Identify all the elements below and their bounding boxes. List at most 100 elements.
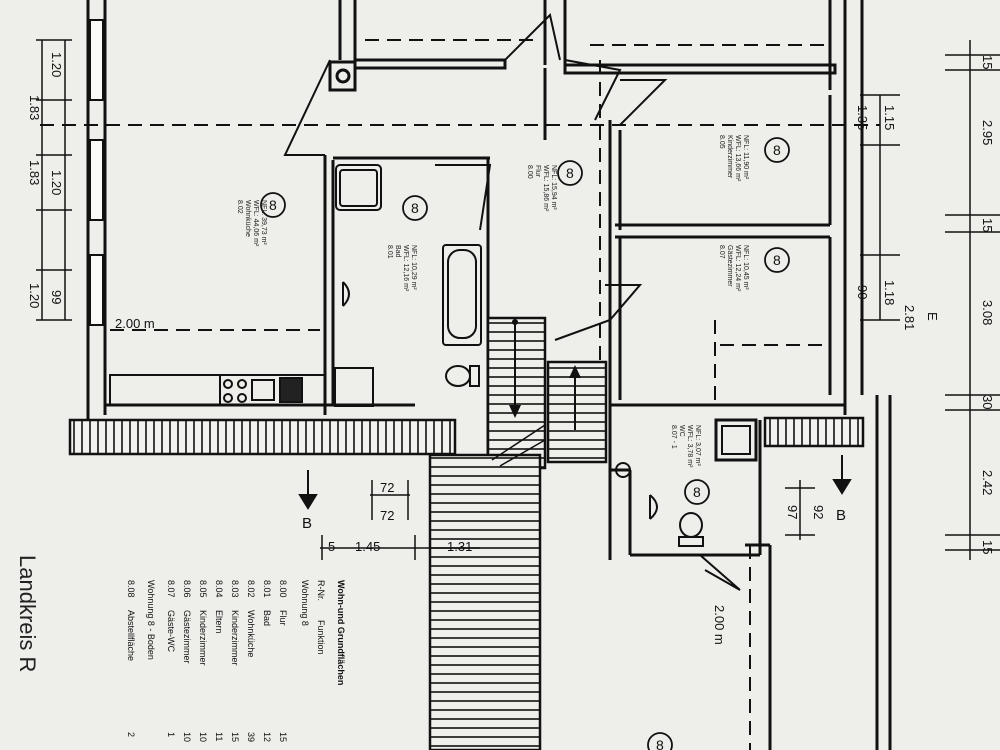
svg-text:NFL: 15,94 m²: NFL: 15,94 m²	[550, 165, 557, 210]
stair-dimension-lines	[320, 480, 480, 560]
room-marker-gaestezimmer: 8	[764, 247, 790, 273]
legend-title: Wohn-und Grundflächen	[336, 580, 346, 685]
svg-text:WFL: 12,24 m²: WFL: 12,24 m²	[734, 245, 741, 292]
dim-left-3: 1.83	[27, 160, 42, 185]
svg-text:8.05: 8.05	[718, 135, 725, 149]
area-legend: Wohn-und Grundflächen R-Nr. Funktion Woh…	[126, 580, 346, 742]
left-windows	[89, 19, 104, 326]
room-marker-flur: 8	[557, 160, 583, 186]
dim-right-5: 30	[980, 395, 995, 409]
legend-row-nr: 8.06	[182, 580, 192, 598]
section-label-right: B	[836, 507, 846, 524]
room-marker-text: 8	[773, 142, 781, 158]
dim-window-1: 1.35	[855, 105, 870, 130]
legend-row-nr: 8.00	[278, 580, 288, 598]
room-marker-text: 8	[269, 197, 277, 213]
room-label-gaestezimmer: 8.07 Gästezimmer WFL: 12,24 m² NFL: 10,4…	[718, 245, 749, 292]
svg-text:8.07 - 1: 8.07 - 1	[670, 425, 677, 449]
legend-row-nr: 8.05	[198, 580, 208, 598]
svg-text:Kinderzimmer: Kinderzimmer	[726, 135, 733, 179]
legend-row-area: 10	[198, 732, 208, 742]
hatched-wall-left	[68, 418, 457, 456]
dim-stair-5: 5	[328, 539, 335, 554]
legend-row-name: Wohnküche	[246, 610, 256, 657]
dim-small-1: 92	[811, 505, 826, 519]
room-marker-bad: 8	[402, 195, 428, 221]
svg-text:NFL: 10,29 m²: NFL: 10,29 m²	[410, 245, 417, 290]
district-title: Landkreis R	[15, 555, 40, 672]
legend-row-area: 2	[126, 732, 136, 737]
svg-text:Wohnküche: Wohnküche	[244, 200, 251, 237]
hatched-wall-right	[763, 416, 865, 448]
dashed-lines	[40, 39, 880, 750]
legend-row-area: 15	[230, 732, 240, 742]
room-label-wc: 8.07 - 1 WC WFL: 3,78 m² NFL: 3,07 m²	[670, 425, 701, 468]
legend-row-area: 10	[182, 732, 192, 742]
legend-header-nr: R-Nr.	[316, 580, 326, 601]
legend-row-name: Gästezimmer	[182, 610, 192, 664]
svg-text:NFL: 10,45 m²: NFL: 10,45 m²	[742, 245, 749, 290]
section-markers	[298, 455, 852, 510]
bathroom-fixtures	[334, 164, 482, 407]
wc-fixtures	[615, 418, 758, 547]
legend-row-area: 15	[278, 732, 288, 742]
legend-row-name: Wohnung 8 - Boden	[146, 580, 156, 660]
svg-text:WFL: 44,06 m²: WFL: 44,06 m²	[252, 200, 259, 247]
dim-left-1: 1.83	[27, 95, 42, 120]
room-label-wohnkueche: 8.02 Wohnküche WFL: 44,06 m² NFL: 39,73 …	[236, 200, 267, 247]
dim-left-2: 1.20	[49, 52, 64, 77]
dim-window-3: 90	[855, 285, 870, 299]
room-marker-bottom: 8	[647, 732, 673, 750]
dim-right-4: 3.08	[980, 300, 995, 325]
legend-row-name: Bad	[262, 610, 272, 626]
roof-lines	[283, 13, 741, 591]
legend-row-name: Eltern	[214, 610, 224, 634]
room-marker-text: 8	[411, 200, 419, 216]
svg-text:NFL: 3,07 m²: NFL: 3,07 m²	[694, 425, 701, 467]
svg-text:WC: WC	[678, 425, 685, 437]
svg-text:WFL: 15,86 m²: WFL: 15,86 m²	[542, 165, 549, 212]
dim-window-2: 1.15	[882, 105, 897, 130]
dim-left-5: 1.20	[27, 283, 42, 308]
svg-text:WFL: 12,16 m²: WFL: 12,16 m²	[402, 245, 409, 292]
legend-row-name: Flur	[278, 610, 288, 626]
dim-right-7: 15	[980, 540, 995, 554]
dim-small-2: 97	[785, 505, 800, 519]
legend-subtitle: Wohnung 8	[300, 580, 310, 626]
legend-header-func: Funktion	[316, 620, 326, 655]
clearance-label-2: 2.00 m	[712, 605, 727, 645]
legend-row-name: Kinderzimmer	[230, 610, 240, 666]
room-marker-kinderzimmer: 8	[764, 137, 790, 163]
dim-stair-4: 1.31	[447, 539, 472, 554]
legend-row-area: 1	[166, 732, 176, 737]
clearance-label-1: 2.00 m	[115, 316, 155, 331]
legend-row-nr: 8.08	[126, 580, 136, 598]
dim-stair-1: 72	[380, 480, 394, 495]
legend-row-name: Abstellfläche	[126, 610, 136, 661]
left-dimension-chain	[36, 39, 72, 321]
staircase	[428, 316, 608, 750]
room-marker-text: 8	[773, 252, 781, 268]
room-label-flur: 8.00 Flur WFL: 15,86 m² NFL: 15,94 m²	[526, 165, 557, 212]
room-marker-text: 8	[656, 737, 664, 750]
room-marker-text: 8	[693, 484, 701, 500]
room-marker-wohnkueche: 8	[260, 192, 286, 218]
svg-text:WFL: 13,66 m²: WFL: 13,66 m²	[734, 135, 741, 182]
section-label-left: B	[302, 515, 312, 532]
svg-text:8.00: 8.00	[526, 165, 533, 179]
dim-right-6: 2.42	[980, 470, 995, 495]
svg-text:8.07: 8.07	[718, 245, 725, 259]
svg-text:8.02: 8.02	[236, 200, 243, 214]
svg-text:8.01: 8.01	[386, 245, 393, 259]
svg-text:WFL: 3,78 m²: WFL: 3,78 m²	[686, 425, 693, 468]
legend-row-area: 12	[262, 732, 272, 742]
room-marker-wc: 8	[684, 479, 710, 505]
dim-stair-2: 72	[380, 508, 394, 523]
legend-row-nr: 8.02	[246, 580, 256, 598]
right-dimension-chain	[785, 40, 1000, 560]
legend-row-nr: 8.01	[262, 580, 272, 598]
legend-row-nr: 8.04	[214, 580, 224, 598]
outer-walls	[86, 0, 892, 750]
dim-right-3: 15	[980, 218, 995, 232]
